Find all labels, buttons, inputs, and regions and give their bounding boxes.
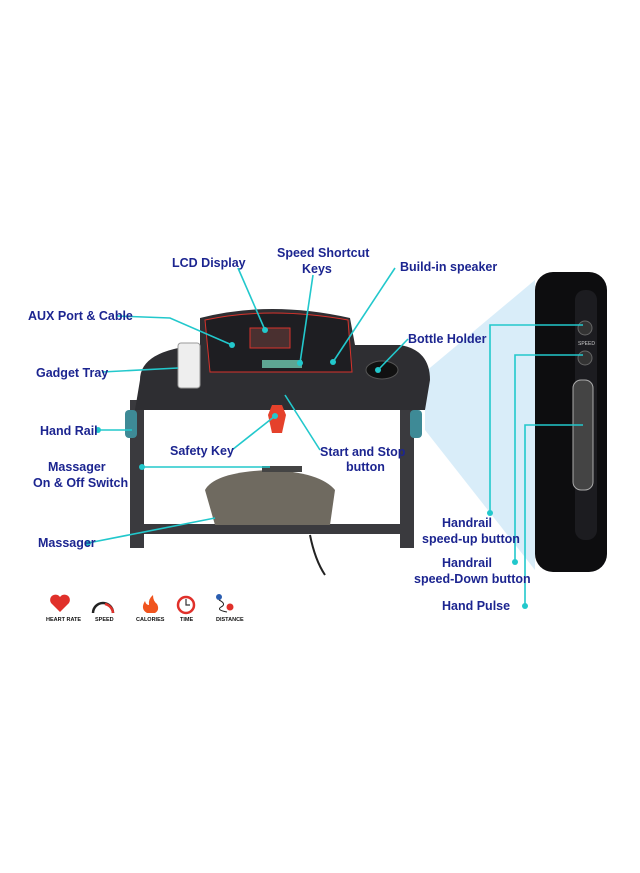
label-massager: Massager (38, 536, 96, 550)
leader-lines (85, 267, 583, 609)
label-hand-pulse: Hand Pulse (442, 599, 510, 613)
handle-closeup: SPEED (535, 272, 607, 572)
label-speed-down-2: speed-Down button (414, 572, 531, 586)
speed-down-button (577, 350, 593, 366)
flame-icon (142, 595, 159, 613)
massager-unit (205, 470, 335, 525)
phone (177, 342, 201, 389)
label-lcd-display: LCD Display (172, 256, 246, 270)
handle-speed-text: SPEED (578, 341, 595, 347)
label-speaker: Build-in speaker (400, 260, 497, 274)
label-speed-up-2: speed-up button (422, 532, 520, 546)
label-massager-switch-2: On & Off Switch (33, 476, 128, 490)
label-start-stop: Start and Stop (320, 445, 406, 459)
label-massager-switch: Massager (48, 460, 106, 474)
speed-up-button (577, 320, 593, 336)
hand-rail-right (410, 410, 422, 438)
feature-icons: HEART RATE SPEED CALORIES TIME DISTANCE (46, 594, 244, 623)
feature-time: TIME (180, 617, 193, 623)
label-start-stop-2: button (346, 460, 385, 474)
hand-rail-left (125, 410, 137, 438)
speed-keys (262, 360, 302, 368)
hand-pulse-sensor (572, 379, 594, 491)
feature-speed: SPEED (95, 617, 114, 623)
feature-heart-rate: HEART RATE (46, 617, 81, 623)
feature-distance: DISTANCE (216, 617, 244, 623)
route-pin-icon (216, 594, 234, 613)
label-aux: AUX Port & Cable (28, 309, 133, 323)
label-bottle: Bottle Holder (408, 332, 487, 346)
lcd-display (249, 327, 291, 349)
treadmill (125, 309, 430, 576)
label-speed-down: Handrail (442, 556, 492, 570)
label-speed-shortcut: Speed Shortcut (277, 246, 370, 260)
safety-key (268, 405, 286, 433)
label-speed-up: Handrail (442, 516, 492, 530)
heart-icon (50, 594, 70, 612)
zoom-cone (425, 280, 535, 570)
label-safety-key: Safety Key (170, 444, 234, 458)
bottle-holder (365, 360, 399, 380)
label-speed-shortcut-2: Keys (302, 262, 332, 276)
label-hand-rail: Hand Rail (40, 424, 98, 438)
label-gadget-tray: Gadget Tray (36, 366, 108, 380)
feature-calories: CALORIES (136, 617, 165, 623)
